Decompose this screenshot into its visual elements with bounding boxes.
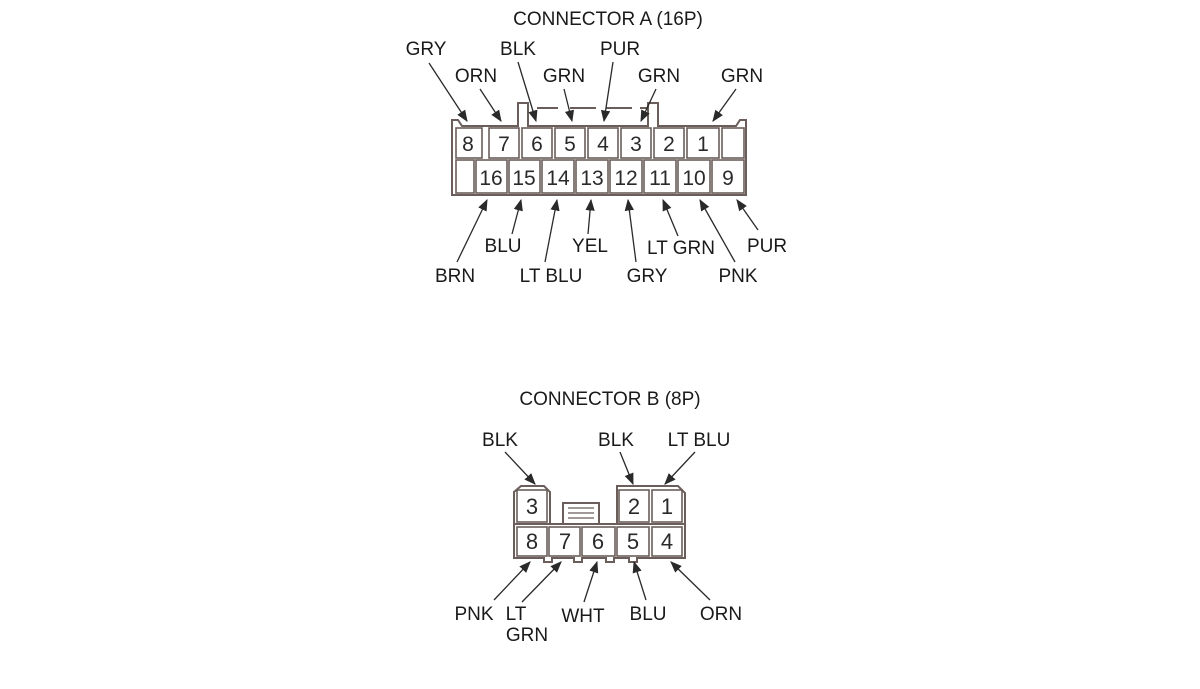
wire-label-a-pin12: GRY [627, 266, 668, 287]
connector-b-leaders [493, 451, 711, 603]
pin-b-3: 3 [526, 494, 538, 519]
wire-label-a-pin7: ORN [455, 66, 497, 87]
wire-label-a-pin6: BLK [500, 39, 536, 60]
wire-label-b-pin8: PNK [454, 604, 493, 625]
pin-a-1: 1 [697, 133, 709, 156]
wire-label-a-pin9: PUR [747, 236, 787, 257]
wire-label-b-pin7-line1: LT [506, 604, 527, 625]
wire-label-b-pin1: LT BLU [668, 430, 731, 451]
pin-a-15: 15 [512, 167, 535, 190]
wire-label-a-pin14: LT BLU [520, 266, 583, 287]
wire-label-a-pin15: BLU [485, 236, 522, 257]
pin-a-5: 5 [564, 133, 576, 156]
pin-a-4: 4 [597, 133, 609, 156]
connector-a-top-leaders [428, 61, 737, 123]
pin-a-13: 13 [580, 167, 603, 190]
pin-a-12: 12 [614, 167, 637, 190]
wire-label-a-pin4: PUR [600, 39, 640, 60]
connector-b-title: CONNECTOR B (8P) [519, 389, 700, 410]
wire-label-a-pin1: GRN [721, 66, 763, 87]
pin-a-7: 7 [498, 133, 510, 156]
wire-label-b-pin4: ORN [700, 604, 742, 625]
wire-label-a-pin13: YEL [572, 236, 608, 257]
pin-b-6: 6 [592, 529, 604, 554]
connector-b-body [513, 485, 686, 563]
pin-a-2: 2 [663, 133, 675, 156]
connector-a-bottom-leaders [456, 198, 759, 263]
pin-a-14: 14 [546, 167, 570, 190]
wire-label-b-pin6: WHT [561, 606, 605, 627]
pin-a-8: 8 [462, 133, 474, 156]
connector-a-body [451, 102, 747, 196]
wire-label-a-pin16: BRN [435, 266, 475, 287]
pin-b-2: 2 [628, 494, 640, 519]
wire-label-b-pin7-line2: GRN [506, 625, 548, 646]
pin-b-8: 8 [526, 529, 538, 554]
wire-label-a-pin8: GRY [406, 39, 447, 60]
pin-a-6: 6 [531, 133, 543, 156]
wire-label-a-pin5: GRN [543, 66, 585, 87]
connector-a-title: CONNECTOR A (16P) [513, 9, 703, 30]
wire-label-b-pin5: BLU [630, 604, 667, 625]
wire-label-a-pin10: PNK [718, 266, 757, 287]
pin-a-9: 9 [722, 167, 734, 190]
pin-b-4: 4 [661, 529, 673, 554]
pin-b-7: 7 [559, 529, 571, 554]
wire-label-a-pin3: GRN [638, 66, 680, 87]
pin-b-5: 5 [627, 529, 639, 554]
pin-a-3: 3 [630, 133, 642, 156]
pin-a-16: 16 [479, 167, 502, 190]
pin-b-1: 1 [661, 494, 673, 519]
pin-a-11: 11 [649, 167, 671, 190]
wire-label-b-pin2: BLK [598, 430, 634, 451]
wire-label-a-pin11: LT GRN [647, 238, 715, 259]
pin-a-10: 10 [682, 167, 705, 190]
wire-label-b-pin3: BLK [482, 430, 518, 451]
